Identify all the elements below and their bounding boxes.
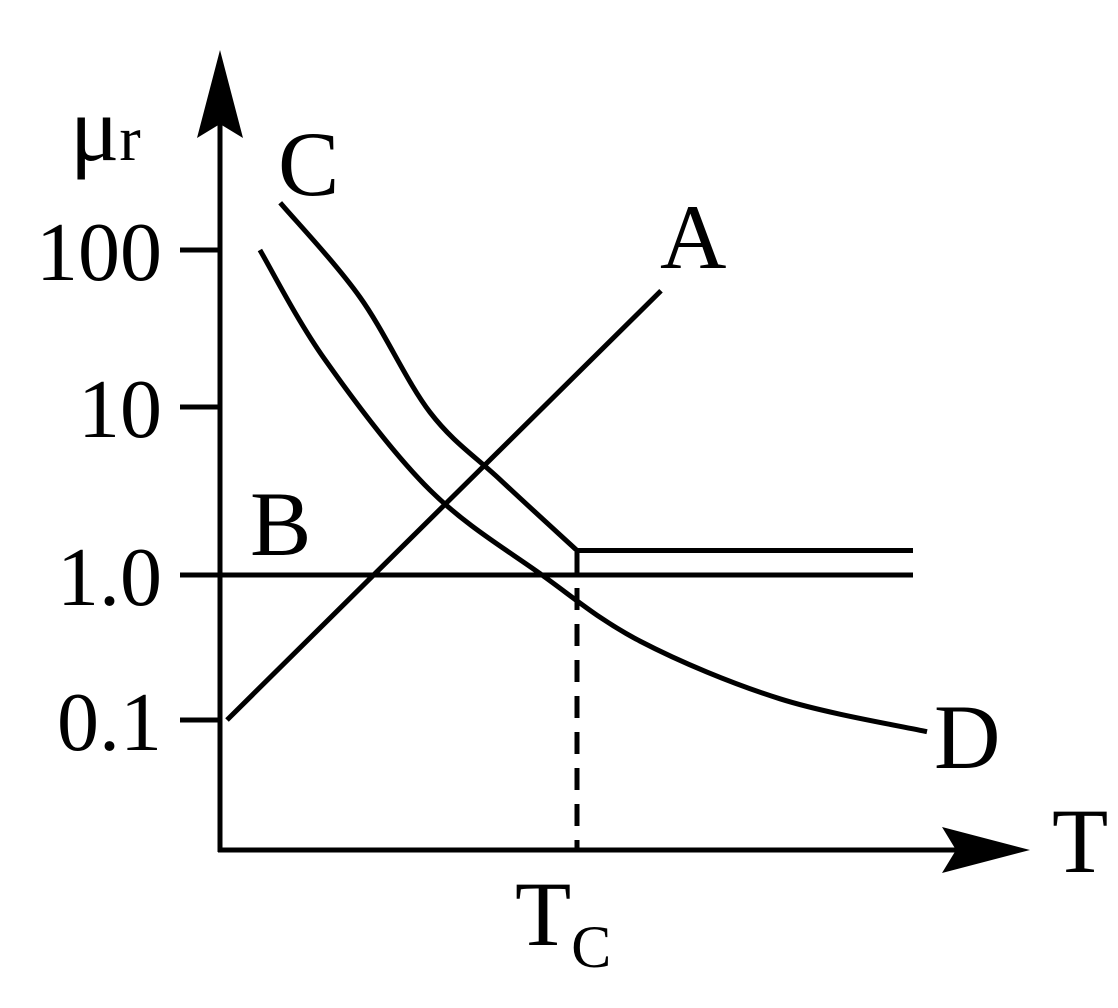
x-axis-label: T (1052, 790, 1108, 892)
y-tick-label: 10 (78, 363, 162, 456)
y-tick-label: 1.0 (57, 531, 162, 624)
series-line-c (278, 201, 913, 553)
y-axis-label: μr (70, 78, 141, 180)
x-axis-arrow-icon (942, 827, 1030, 873)
axes: μr T (70, 50, 1108, 892)
series-label-d: D (934, 686, 1000, 788)
series-label-b: B (250, 473, 311, 575)
y-axis-arrow-icon (197, 50, 243, 138)
y-tick-label: 0.1 (57, 676, 162, 769)
series-line-d (257, 248, 928, 735)
x-tick-label: TC (515, 863, 611, 980)
series-label-a: A (660, 186, 726, 288)
y-tick-label: 100 (36, 206, 162, 299)
series-label-c: C (278, 113, 339, 215)
